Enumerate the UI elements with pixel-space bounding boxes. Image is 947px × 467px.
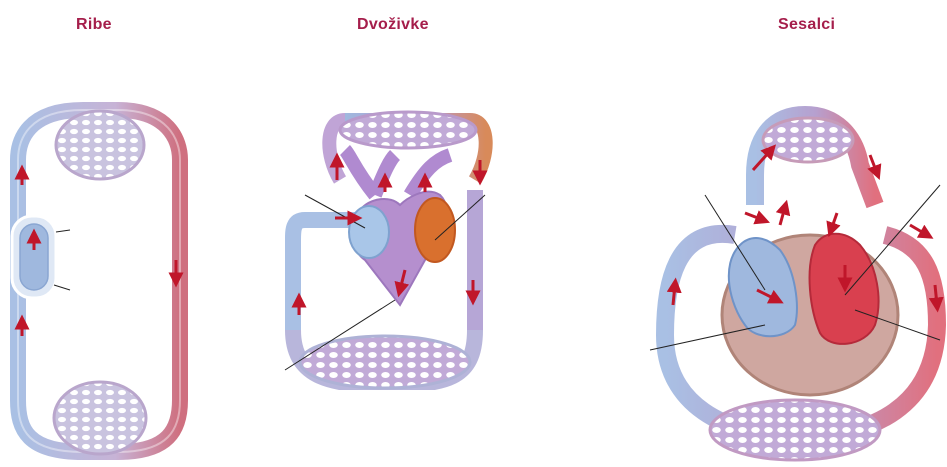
mammal-circulation-diagram (645, 95, 947, 465)
fish-circulation-diagram (8, 100, 188, 460)
label-line-atrium (56, 230, 70, 232)
title-amphibians: Dvoživke (357, 16, 429, 34)
left-heart (810, 234, 879, 344)
label-line-ventricle (54, 285, 70, 290)
title-fish: Ribe (76, 16, 112, 34)
amphibian-circulation-diagram (275, 100, 515, 390)
lung-capillaries (763, 118, 853, 162)
body-capillaries (54, 382, 146, 454)
gill-capillaries (56, 111, 144, 179)
title-mammals: Sesalci (778, 16, 835, 34)
left-atrium (415, 198, 455, 262)
right-atrium (349, 206, 389, 258)
lung-capillaries (340, 112, 476, 148)
body-capillaries (710, 400, 880, 460)
